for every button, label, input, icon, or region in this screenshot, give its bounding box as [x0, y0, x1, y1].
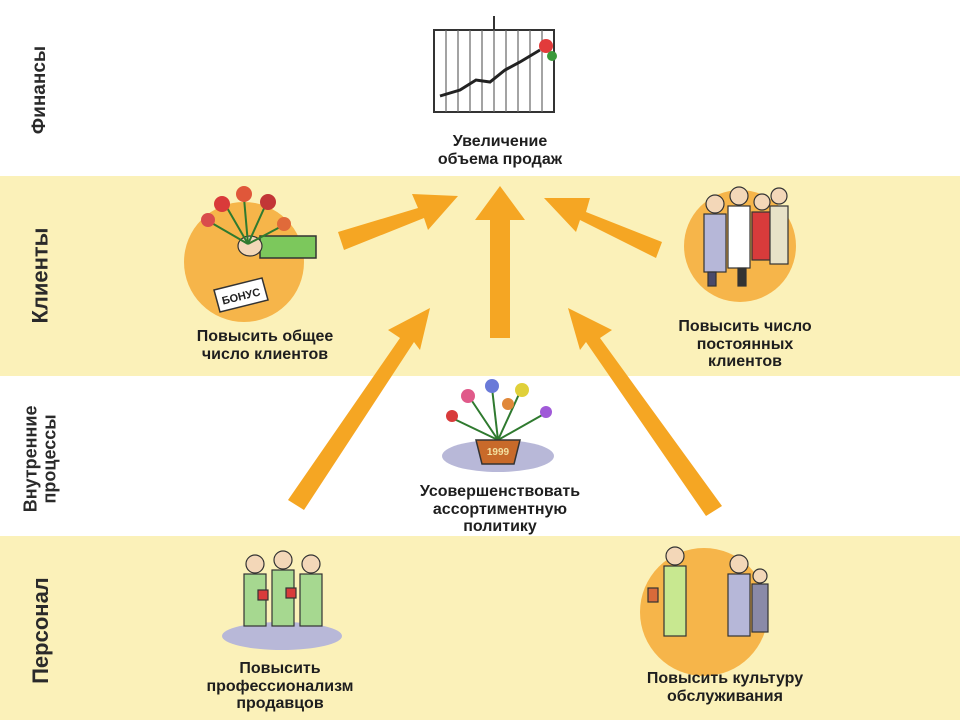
arrow-staff-left-to-sales — [288, 308, 430, 510]
arrow-staff-right-to-sales — [568, 308, 722, 516]
assortment-vase-illustration — [442, 379, 554, 472]
arrows — [288, 186, 722, 516]
sales-chart-illustration — [433, 16, 557, 113]
vase-label: 1999 — [487, 447, 510, 458]
arrow-center-to-sales — [475, 186, 525, 338]
objective-more-clients: Повысить общее число клиентов — [196, 328, 334, 363]
service-culture-illustration — [640, 546, 769, 676]
band-staff — [0, 536, 960, 720]
loyal-clients-illustration — [684, 186, 796, 302]
objective-service-culture: Повысить культуру обслуживания — [646, 670, 804, 705]
band-clients — [0, 176, 960, 376]
objective-assortment: Усовершенствовать ассортиментную политик… — [419, 483, 581, 536]
flowers-bonus-illustration — [184, 186, 317, 322]
arrow-clients-left-to-sales — [338, 194, 458, 250]
arrow-clients-right-to-sales — [544, 198, 662, 258]
objective-loyal-clients: Повысить число постоянных клиентов — [678, 318, 812, 371]
objective-professionalism: Повысить профессионализм продавцов — [206, 660, 354, 713]
objective-sales-growth: Увеличение объема продаж — [437, 133, 563, 168]
salespeople-illustration — [222, 550, 342, 650]
